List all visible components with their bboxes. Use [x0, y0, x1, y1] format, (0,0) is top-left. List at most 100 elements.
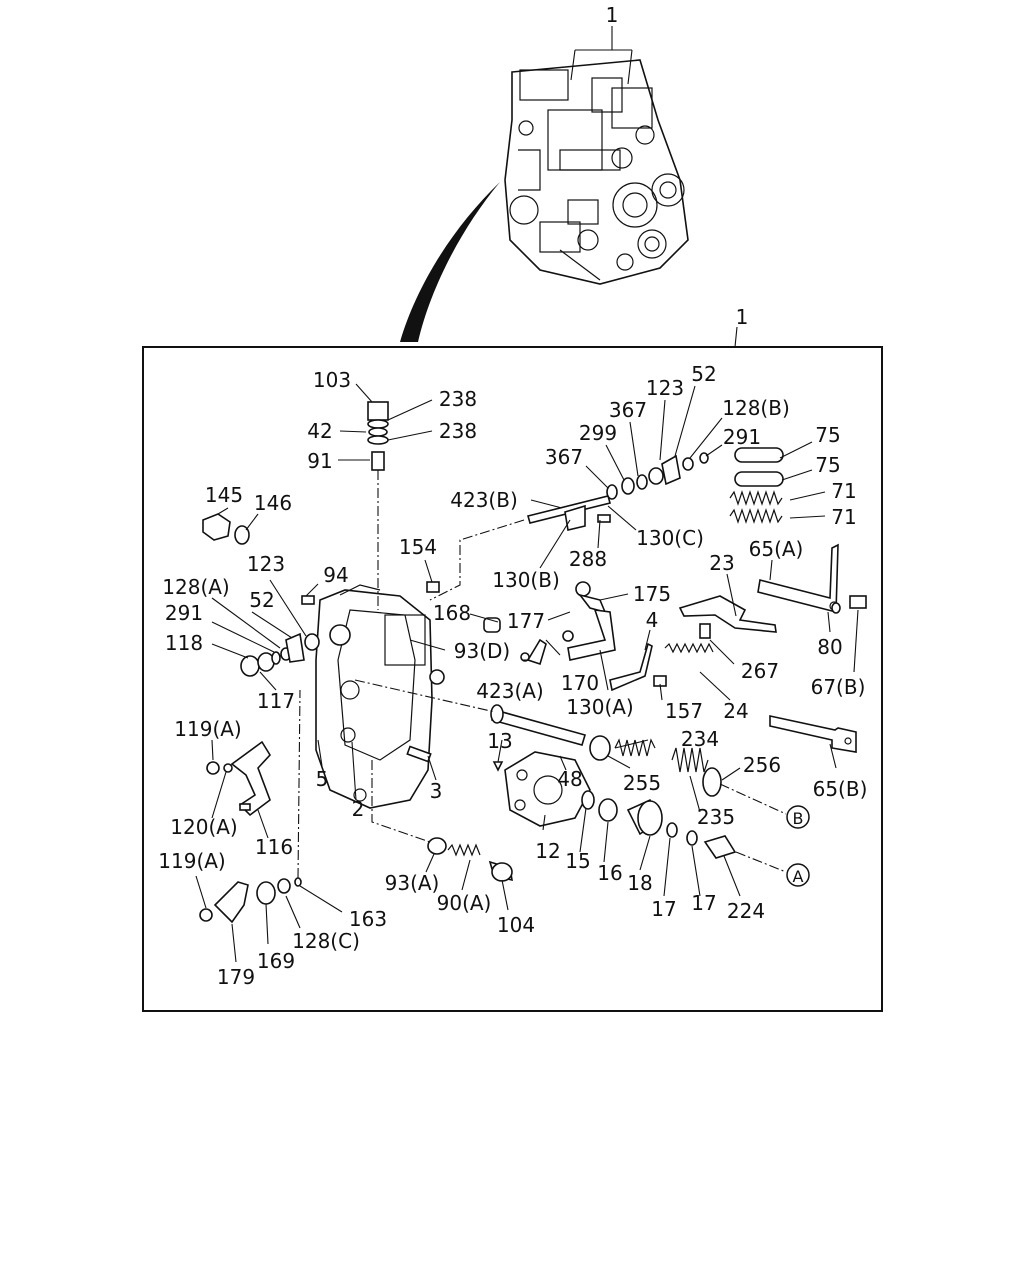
callout-168: 168	[433, 601, 471, 625]
callout-52: 52	[691, 362, 716, 386]
callout-423B: 423(B)	[450, 488, 518, 512]
callout-267: 267	[741, 659, 779, 683]
detail-frame	[142, 346, 883, 1012]
levers-175-130A	[429, 581, 714, 692]
callout-123: 123	[247, 552, 285, 576]
callout-23: 23	[709, 551, 734, 575]
callout-75: 75	[815, 423, 840, 447]
callout-235: 235	[697, 805, 735, 829]
callout-367: 367	[545, 445, 583, 469]
callout-119A: 119(A)	[158, 849, 225, 873]
left-bushing-stack	[240, 581, 440, 677]
callout-24: 24	[723, 699, 748, 723]
callout-65B: 65(B)	[813, 777, 868, 801]
callout-234: 234	[681, 727, 719, 751]
callout-238: 238	[439, 419, 477, 443]
callout-128B: 128(B)	[722, 396, 790, 420]
rod-423B	[429, 452, 709, 601]
spring-stack	[589, 735, 787, 815]
bracket-65B	[769, 715, 857, 753]
callout-48: 48	[557, 767, 582, 791]
callout-157: 157	[665, 699, 703, 723]
callout-299: 299	[579, 421, 617, 445]
callout-146: 146	[254, 491, 292, 515]
callout-103: 103	[313, 368, 351, 392]
callout-169: 169	[257, 949, 295, 973]
callout-128A: 128(A)	[162, 575, 229, 599]
callout-2: 2	[352, 797, 365, 821]
callout-116: 116	[255, 835, 293, 859]
callout-224: 224	[727, 899, 765, 923]
circle-ref-B: B	[786, 805, 810, 829]
callout-123: 123	[646, 376, 684, 400]
callout-42: 42	[307, 419, 332, 443]
callout-91: 91	[307, 449, 332, 473]
fitting-224	[703, 835, 787, 873]
flyweight-holder	[504, 751, 591, 827]
assembly-label-frame: 1	[736, 305, 749, 329]
bracket-65A	[757, 543, 867, 614]
top-plug-stack	[367, 401, 389, 610]
svg-text:B: B	[793, 809, 804, 828]
gear-stack	[581, 790, 698, 846]
plate-116	[206, 740, 271, 817]
callout-423A: 423(A)	[476, 679, 543, 703]
svg-text:A: A	[793, 867, 804, 886]
callout-291: 291	[165, 601, 203, 625]
callout-80: 80	[817, 635, 842, 659]
callout-256: 256	[743, 753, 781, 777]
callout-67B: 67(B)	[811, 675, 866, 699]
assembly-label-top: 1	[606, 3, 619, 27]
circle-ref-A: A	[786, 863, 810, 887]
screw-stack-93A	[371, 760, 513, 882]
callout-17: 17	[651, 897, 676, 921]
callout-3: 3	[430, 779, 443, 803]
callout-179: 179	[217, 965, 255, 989]
callout-4: 4	[646, 608, 659, 632]
callout-118: 118	[165, 631, 203, 655]
callout-130B: 130(B)	[492, 568, 560, 592]
callout-15: 15	[565, 849, 590, 873]
callout-130C: 130(C)	[636, 526, 704, 550]
callout-367: 367	[609, 398, 647, 422]
callout-labels: 103 238 42 238 91 145 146 154 94 123 128…	[158, 362, 867, 989]
callout-12: 12	[535, 839, 560, 863]
callout-75: 75	[815, 453, 840, 477]
callout-120A: 120(A)	[170, 815, 237, 839]
callout-255: 255	[623, 771, 661, 795]
callout-71: 71	[831, 505, 856, 529]
lever-179-stack	[199, 689, 302, 924]
small-parts	[406, 745, 504, 772]
callout-119A: 119(A)	[174, 717, 241, 741]
callout-93A: 93(A)	[385, 871, 440, 895]
governor-housing	[315, 584, 433, 809]
callout-128C: 128(C)	[292, 929, 360, 953]
callout-16: 16	[597, 861, 622, 885]
callout-238: 238	[439, 387, 477, 411]
main-shaft	[354, 679, 587, 746]
callout-71: 71	[831, 479, 856, 503]
springs-75-71	[729, 447, 784, 524]
callout-288: 288	[569, 547, 607, 571]
callout-291: 291	[723, 425, 761, 449]
callout-177: 177	[507, 609, 545, 633]
callout-130A: 130(A)	[566, 695, 633, 719]
detail-arrow	[400, 182, 500, 342]
callout-175: 175	[633, 582, 671, 606]
callout-163: 163	[349, 907, 387, 931]
leader-lines	[195, 383, 859, 963]
callout-117: 117	[257, 689, 295, 713]
pump-assembly-overview: 1	[504, 3, 689, 285]
callout-145: 145	[205, 483, 243, 507]
callout-65A: 65(A)	[749, 537, 804, 561]
callout-18: 18	[627, 871, 652, 895]
callout-52: 52	[249, 588, 274, 612]
callout-154: 154	[399, 535, 437, 559]
callout-90A: 90(A)	[437, 891, 492, 915]
callout-104: 104	[497, 913, 535, 937]
lever-23	[678, 595, 777, 639]
callout-17: 17	[691, 891, 716, 915]
callout-5: 5	[316, 767, 329, 791]
